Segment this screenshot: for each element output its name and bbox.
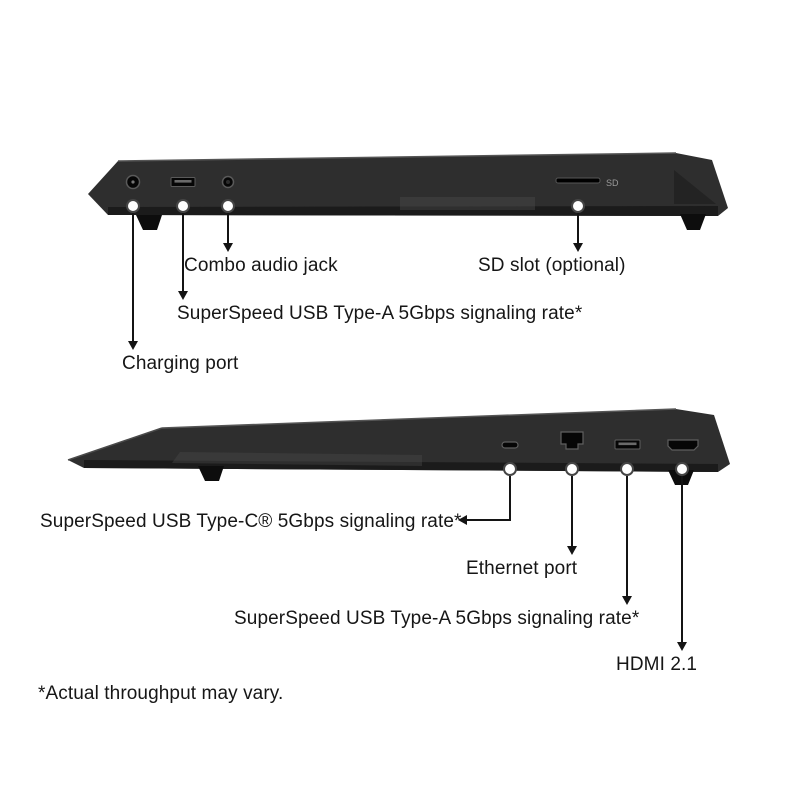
audio-jack-hole bbox=[226, 180, 230, 184]
callout-dot-hdmi bbox=[675, 462, 689, 476]
sd-marking: SD bbox=[606, 178, 619, 188]
laptop-underside bbox=[84, 460, 718, 472]
callout-line bbox=[132, 213, 134, 341]
callout-dot-sd bbox=[571, 199, 585, 213]
front-edge-highlight bbox=[67, 427, 163, 461]
label-combo-audio-jack: Combo audio jack bbox=[184, 255, 338, 276]
rubber-foot bbox=[680, 214, 706, 230]
callout-dot-audio bbox=[221, 199, 235, 213]
callout-arrow bbox=[573, 243, 583, 252]
callout-dot-usb-c bbox=[503, 462, 517, 476]
lid-edge-highlight bbox=[161, 408, 677, 429]
callout-line bbox=[681, 476, 683, 642]
sd-slot-icon bbox=[555, 177, 601, 184]
callout-line bbox=[509, 476, 511, 521]
callout-line bbox=[626, 476, 628, 596]
callout-arrow bbox=[178, 291, 188, 300]
callout-line bbox=[182, 213, 184, 291]
charging-port-pin bbox=[131, 180, 135, 184]
callout-dot-usb-a-bottom bbox=[620, 462, 634, 476]
laptop-body bbox=[68, 409, 730, 472]
rubber-foot bbox=[136, 215, 162, 230]
callout-line bbox=[571, 476, 573, 546]
callout-arrow bbox=[223, 243, 233, 252]
callout-arrow bbox=[622, 596, 632, 605]
callout-arrow bbox=[567, 546, 577, 555]
label-ethernet-port: Ethernet port bbox=[466, 558, 578, 579]
hdmi-port-icon bbox=[667, 439, 699, 451]
rubber-foot bbox=[198, 466, 224, 481]
lid-edge-highlight bbox=[117, 152, 677, 162]
label-sd-slot: SD slot (optional) bbox=[478, 255, 626, 276]
label-usb-c: SuperSpeed USB Type-C® 5Gbps signaling r… bbox=[40, 511, 462, 532]
callout-line bbox=[577, 213, 579, 243]
callout-line bbox=[467, 519, 511, 521]
vent-region bbox=[400, 197, 535, 210]
label-charging-port: Charging port bbox=[122, 353, 239, 374]
callout-dot-ethernet bbox=[565, 462, 579, 476]
usb-a-tongue bbox=[618, 442, 637, 446]
callout-arrow bbox=[128, 341, 138, 350]
usb-a-tongue bbox=[174, 180, 192, 183]
ethernet-port-icon bbox=[560, 431, 584, 450]
callout-arrow bbox=[458, 515, 467, 525]
callout-dot-usb-a-top bbox=[176, 199, 190, 213]
usb-c-port-icon bbox=[501, 441, 519, 449]
laptop-left-side-illustration: SD bbox=[88, 152, 728, 230]
footnote: *Actual throughput may vary. bbox=[38, 683, 284, 704]
vent-region bbox=[172, 452, 422, 466]
callout-arrow bbox=[677, 642, 687, 651]
hinge-shadow bbox=[674, 170, 716, 204]
callout-line bbox=[227, 213, 229, 243]
laptop-right-side-illustration bbox=[67, 408, 730, 485]
laptop-body bbox=[88, 153, 728, 216]
laptop-underside bbox=[108, 206, 718, 216]
label-usb-a-bottom: SuperSpeed USB Type-A 5Gbps signaling ra… bbox=[234, 608, 640, 629]
callout-dot-charging bbox=[126, 199, 140, 213]
label-usb-a-top: SuperSpeed USB Type-A 5Gbps signaling ra… bbox=[177, 303, 583, 324]
label-hdmi: HDMI 2.1 bbox=[616, 654, 698, 675]
